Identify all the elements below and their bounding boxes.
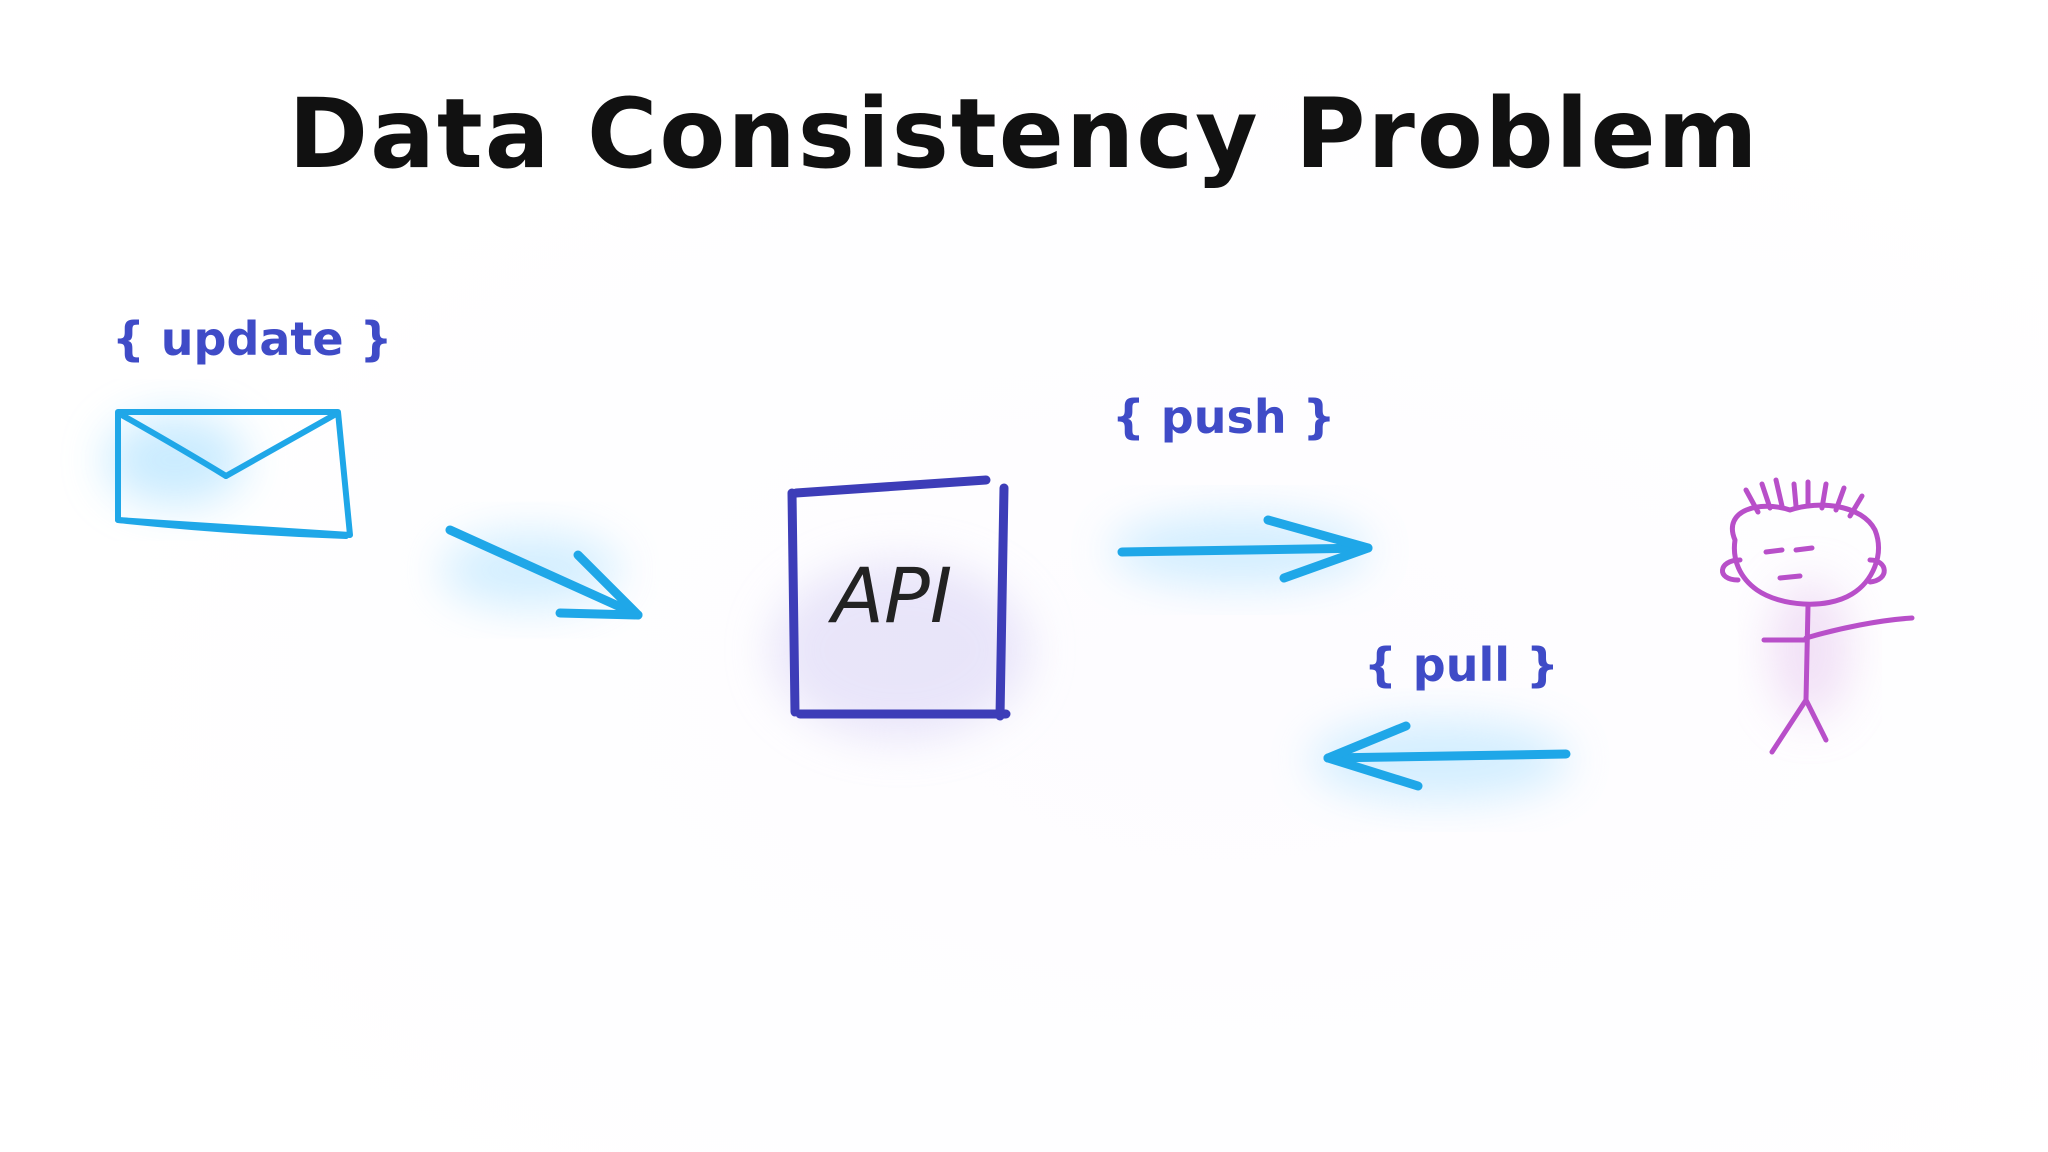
api-label: API — [827, 551, 952, 640]
api-box: API — [770, 475, 1030, 740]
stick-figure-icon — [1720, 477, 1915, 755]
envelope-icon — [105, 409, 353, 539]
push-label: { push } — [1112, 390, 1336, 444]
incoming-arrow — [440, 525, 643, 620]
pull-label: { pull } — [1364, 638, 1559, 692]
update-label: { update } — [112, 312, 393, 366]
push-arrow — [1110, 514, 1373, 586]
page-title: Data Consistency Problem — [288, 78, 1760, 190]
pull-arrow — [1310, 720, 1571, 800]
